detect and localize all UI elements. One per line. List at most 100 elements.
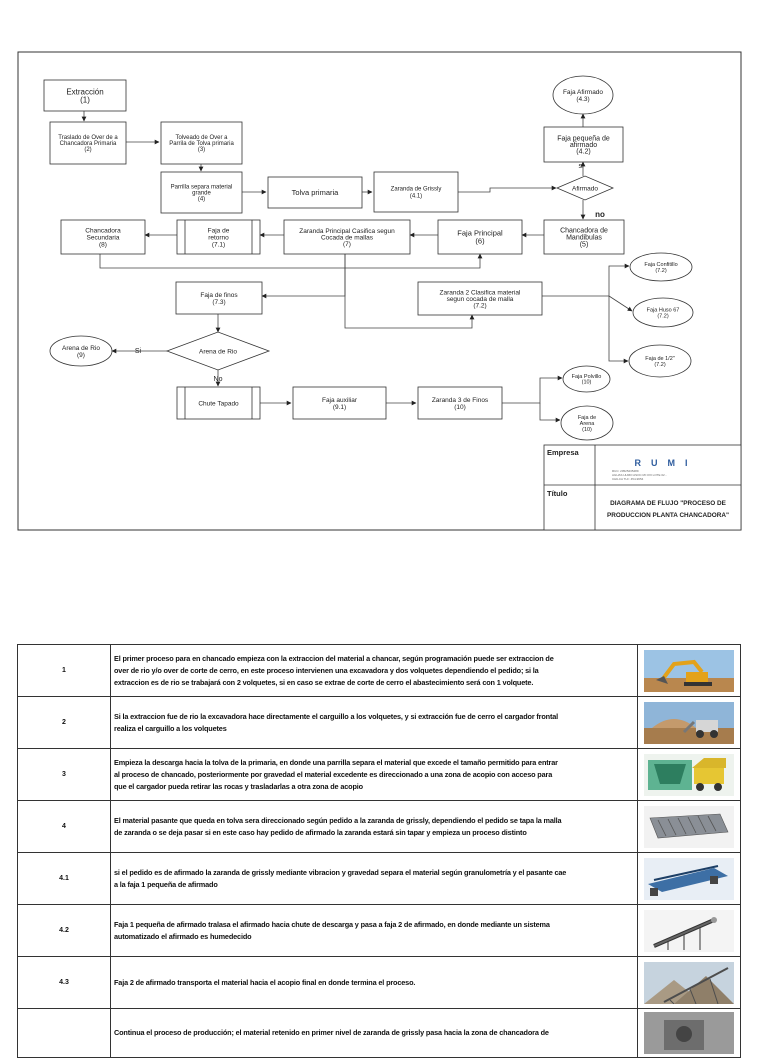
node-step-73: Faja de finos(7.3) [175,281,263,315]
node-media: Faja de 1/2"(7.2) [628,344,692,378]
node-costep-fitillo: Faja Confitillo(7.2) [629,252,693,282]
node-text: grande [192,191,211,197]
step-image-cell [637,800,741,853]
node-text: Chute Tapado [198,400,239,407]
step-number: 1 [17,644,111,697]
node-huso: Faja Huso 67(7.2) [632,297,694,328]
node-text: Faja Polvillo [572,374,602,380]
node-text: (7.1) [212,241,225,248]
svg-text:AGUAS HUMO ASOC MI OXI LOTE 02: AGUAS HUMO ASOC MI OXI LOTE 02 - [612,473,667,477]
svg-text:RUC: 20525235489: RUC: 20525235489 [612,469,639,473]
step-description: Faja 1 pequeña de afirmado tralasa el af… [110,904,638,957]
loader-photo [644,701,734,744]
step-description-line: si el pedido es de afirmado la zaranda d… [114,867,567,877]
node-text: Faja Principal [457,229,503,238]
node-text: Chancadora de [560,227,608,234]
svg-text:CHILCA TLF: 454-9654: CHILCA TLF: 454-9654 [612,477,644,481]
step-row: Continua el proceso de producción; el ma… [17,1008,741,1058]
step-description-line: que el cargador pueda retirar las rocas … [114,781,363,791]
node-text: Faja Confitillo [644,262,677,268]
edge-label-no-afirmado: no [595,210,605,219]
step-description-line: Faja 2 de afirmado transporta el materia… [114,977,416,987]
node-text: Arena de Rio [62,345,100,352]
step-image-cell [637,748,741,801]
step-number: 4.3 [17,956,111,1009]
node-text: (4) [198,197,205,203]
node-text: retorno [208,234,229,241]
diagram-title-line1: DIAGRAMA DE FLUJO "PROCESO DE [610,500,726,507]
hopper-illustration [644,753,734,796]
node-text: Secundaria [87,234,120,241]
node-text: segun cocada de malla [447,296,514,303]
node-text: Parrila de Tolva primaria [169,141,234,147]
node-text: (4.2) [576,148,590,155]
step-description-line: al proceso de chancado, posteriormente p… [114,769,553,779]
node-text: (10) [582,380,592,386]
node-text: (5) [580,241,589,248]
node-text: Tolveado de Over a [175,135,228,141]
connector-lines [81,111,633,423]
step-number: 4.1 [17,852,111,905]
conveyor-illustration [644,909,734,952]
node-text: (6) [475,237,485,246]
step-number [17,1008,111,1058]
node-arestep-ario: Arena de Rio [165,331,271,371]
node-step-6: Faja Principal(6) [437,219,523,255]
step-image-cell [637,852,741,905]
node-text: Mandibulas [566,234,602,241]
edge-label-no-arena: No [214,376,223,383]
step-description: si el pedido es de afirmado la zaranda d… [110,852,638,905]
step-description-line: over de rio y/o over de corte de cerro, … [114,665,539,675]
node-tolva: Tolva primaria [267,176,363,209]
node-text: (2) [84,147,91,153]
step-description: Faja 2 de afirmado transporta el materia… [110,956,638,1009]
step-image-cell [637,696,741,749]
empresa-label: Empresa [547,448,580,457]
node-polvillo: Faja Polvillo(10) [562,365,611,393]
flow-diagram: si no Si No Extracción(1)Traslado de Ove… [17,51,742,531]
node-step-91: Faja auxiliar(9.1) [292,386,387,420]
step-description-line: Si la extraccion fue de rio la excavador… [114,711,559,721]
node-step-1: Extracción(1) [43,79,127,112]
node-text: (7.2) [654,362,665,368]
node-text: (4.3) [576,96,589,103]
excavator-photo [644,649,734,692]
step-number: 2 [17,696,111,749]
node-text: Faja de 1/2" [645,356,675,362]
node-text: (10) [582,427,592,433]
node-chute: Chute Tapado [176,386,261,420]
step-number: 4 [17,800,111,853]
node-text: Zaranda Principal Casifica segun [299,228,395,235]
crusher-photo [644,1012,734,1054]
step-number: 3 [17,748,111,801]
node-afirmado: Afirmado [555,175,615,201]
node-step-41: Zaranda de Grissly(4.1) [373,171,459,213]
node-text: Chancadora Primaria [60,141,117,147]
node-text: Faja de [208,227,230,234]
diagram-title-line2: PRODUCCION PLANTA CHANCADORA" [607,512,729,519]
node-text: (4.1) [410,194,422,200]
node-text: Faja auxiliar [322,397,358,404]
svg-text:RUMI: RUMI [635,458,698,468]
step-description: Empieza la descarga hacia la tolva de la… [110,748,638,801]
edge-label-si-afirmado: si [578,163,584,170]
feeder-illustration [644,857,734,900]
node-text: Faja de [578,415,596,421]
node-step-10: Zaranda 3 de Finos(10) [417,386,503,420]
node-text: afirmado [570,142,597,149]
node-text: Tolva primaria [292,188,340,197]
node-text: (9) [77,352,85,359]
step-number: 4.2 [17,904,111,957]
node-text: Afirmado [572,185,598,192]
node-text: Zaranda 2 Clasifica material [440,289,521,296]
